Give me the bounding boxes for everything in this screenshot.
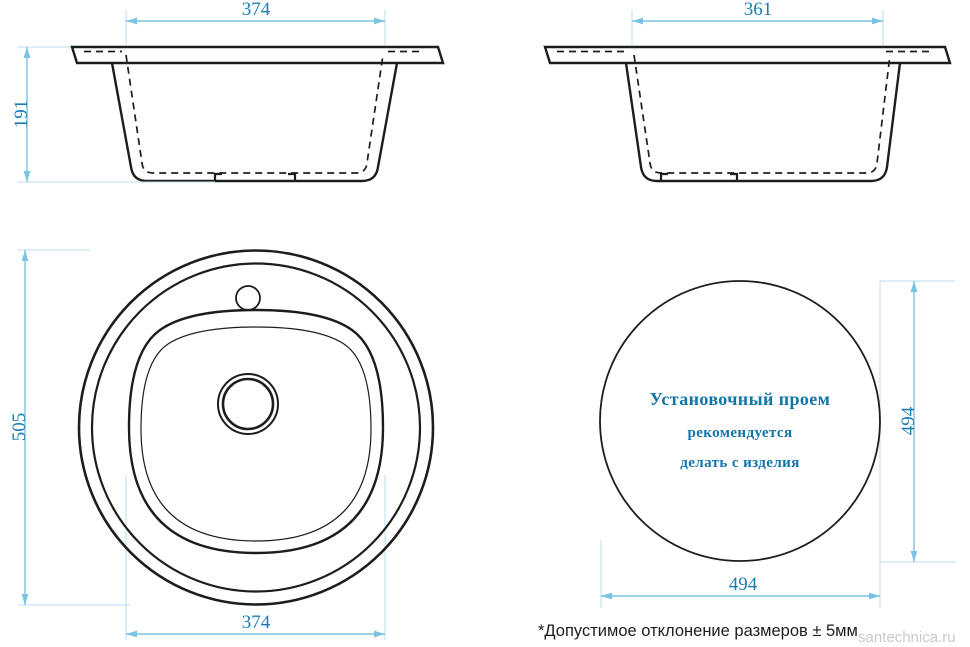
dimension-value: 191 [11,100,32,129]
cutout-note-line-1: Установочный проем [650,389,831,409]
dimension-361-top: 361 [632,0,883,25]
dimension-value: 374 [242,612,271,633]
tolerance-footnote: *Допустимое отклонение размеров ± 5мм [538,622,858,640]
dimension-value: 494 [898,406,919,435]
cutout-note-line-2: рекомендуется [688,425,793,441]
site-watermark: santechnica.ru [858,629,956,646]
drain-recess-right [288,172,297,181]
bowl-outer-wall [110,62,399,183]
side-section-view: 361 [543,0,952,183]
drain-recess-left [659,172,668,181]
dimension-191-left: 191 [11,47,32,182]
bowl-inner-boundary [140,326,372,542]
cutout-plan-view: 494 494 Установочный проем рекомендуется… [599,280,955,608]
rim-profile [70,45,445,65]
dimension-value: 505 [9,413,30,442]
product-plan-view: 505 374 [9,249,435,640]
drain-inner-ring [221,377,275,431]
drain-recess-left [213,172,222,181]
dimension-value: 361 [744,0,773,20]
rim-profile [543,45,952,65]
dimension-505-left: 505 [9,250,30,605]
sink-rim-inner-edge [90,262,422,593]
bowl-outer-wall [624,62,902,183]
dimension-value: 374 [242,0,271,20]
drain-recess-right [730,172,739,181]
dimension-494-bottom: 494 [601,574,880,600]
front-section-view: 374 191 [11,0,445,183]
drain-outer-ring [217,373,279,435]
cutout-note-line-3: делать с изделия [680,455,799,471]
dimension-494-right: 494 [898,281,919,562]
sink-outer-edge [77,249,435,606]
cutout-circle [599,280,881,562]
bowl-inner-wall-hidden [125,54,384,174]
dimension-374-bottom: 374 [126,612,385,638]
faucet-hole [235,285,261,311]
dimension-374-top: 374 [126,0,385,25]
dimension-value: 494 [729,574,758,595]
bowl-inner-wall-hidden [633,54,891,174]
bowl-outer-boundary [127,308,385,555]
